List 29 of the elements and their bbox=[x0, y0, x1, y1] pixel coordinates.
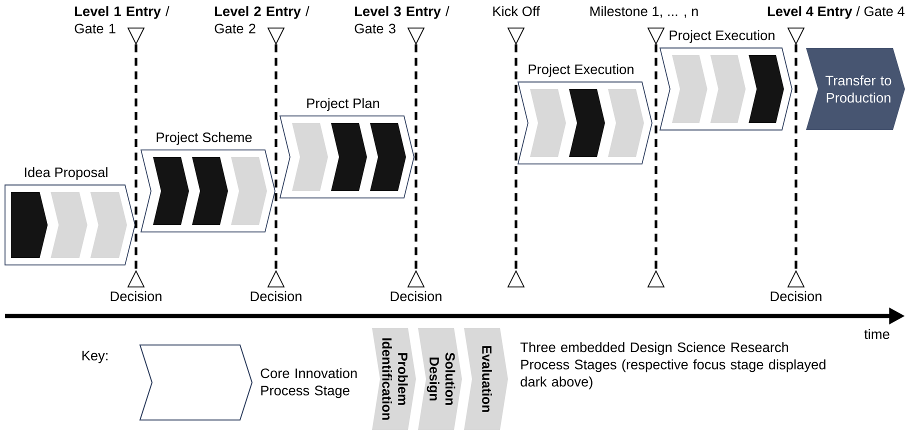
stage-heading: Project Scheme bbox=[156, 132, 252, 145]
gate-line bbox=[794, 44, 798, 271]
gate-line bbox=[654, 44, 658, 271]
decision-label: Decision bbox=[110, 291, 162, 302]
gate-line bbox=[414, 44, 418, 271]
research-stage-box: Solution Design bbox=[418, 328, 462, 430]
gate-label: Level 3 Entry / Gate 3 bbox=[354, 6, 450, 34]
gate-label: Kick Off bbox=[493, 6, 540, 16]
decision-label: Decision bbox=[770, 291, 822, 302]
transfer-box: Transfer to Production bbox=[806, 48, 905, 130]
key-label: Key: bbox=[82, 350, 108, 364]
stage-heading: Project Execution bbox=[528, 64, 634, 77]
key-text: Core Innovation Process Stage bbox=[260, 368, 357, 398]
gate-label: Milestone 1, ... , n bbox=[590, 6, 698, 18]
gate-label: Level 4 Entry / Gate 4 bbox=[768, 6, 904, 19]
key-text: Three embedded Design Science Research Process Stages (respective focus stage displayed dark above) bbox=[520, 342, 826, 390]
axis-label: time bbox=[864, 328, 890, 340]
stage-heading: Idea Proposal bbox=[25, 167, 108, 180]
research-stage-box: Evaluation bbox=[464, 328, 508, 430]
stage-heading: Project Execution bbox=[670, 30, 774, 43]
research-stage-box: Problem Identification bbox=[372, 328, 416, 430]
gate-line bbox=[134, 44, 138, 271]
gate-line bbox=[274, 44, 278, 271]
stage-heading: Project Plan bbox=[307, 98, 380, 111]
gate-line bbox=[514, 44, 518, 271]
gate-label: Level 2 Entry / Gate 2 bbox=[214, 6, 310, 34]
decision-label: Decision bbox=[390, 291, 442, 302]
gate-label: Level 1 Entry / Gate 1 bbox=[74, 6, 170, 34]
decision-label: Decision bbox=[250, 291, 302, 302]
